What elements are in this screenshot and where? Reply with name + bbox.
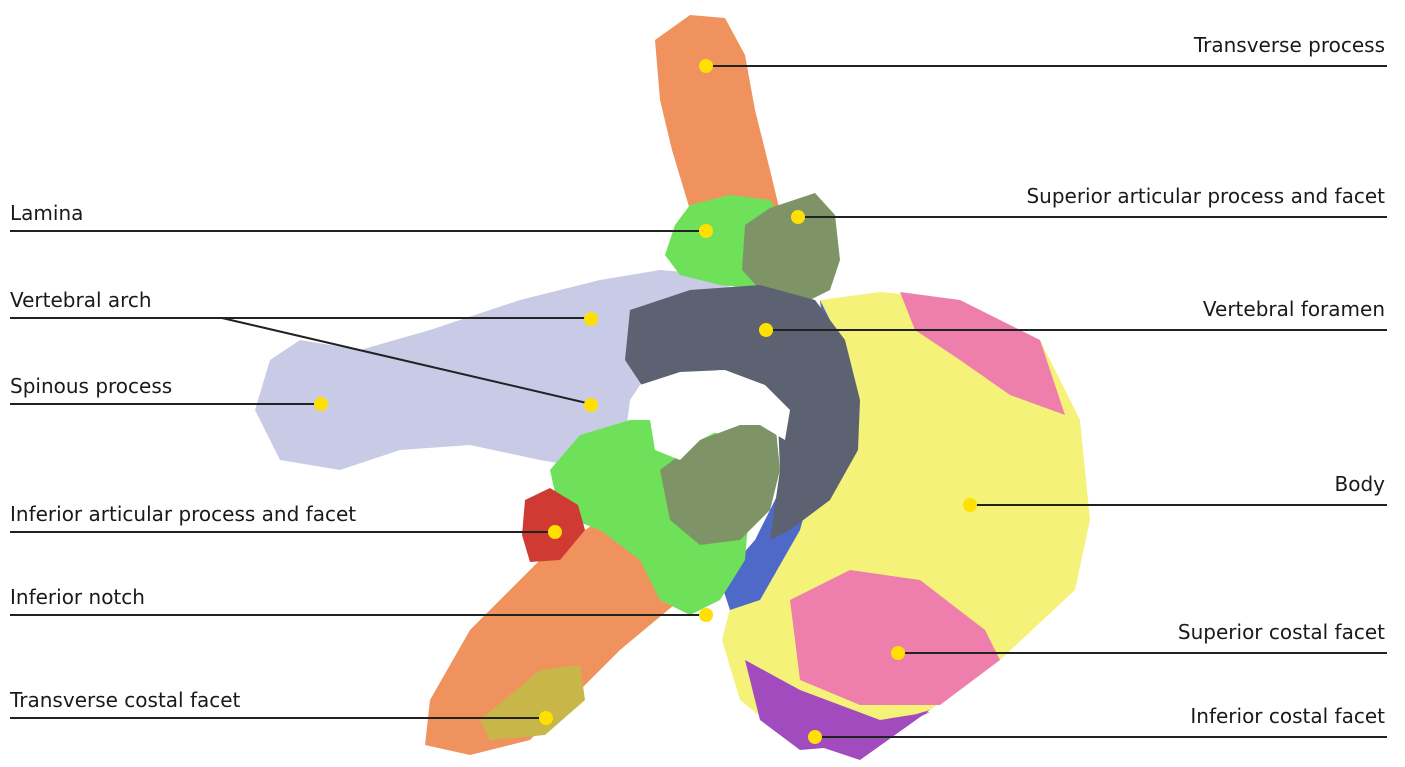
- label-superior-costal: Superior costal facet: [1178, 620, 1385, 644]
- marker-vertebral-arch-lower: [584, 398, 598, 412]
- marker-inferior-notch: [699, 608, 713, 622]
- marker-vertebral-foramen: [759, 323, 773, 337]
- label-transverse-costal: Transverse costal facet: [10, 688, 240, 712]
- marker-transverse-costal: [539, 711, 553, 725]
- marker-inferior-articular: [548, 525, 562, 539]
- marker-spinous-process: [314, 397, 328, 411]
- marker-body: [963, 498, 977, 512]
- marker-transverse-process: [699, 59, 713, 73]
- marker-superior-articular: [791, 210, 805, 224]
- label-transverse-process: Transverse process: [1194, 33, 1385, 57]
- label-body: Body: [1335, 472, 1386, 496]
- upper-transverse-process: [655, 15, 782, 225]
- label-lamina: Lamina: [10, 201, 83, 225]
- label-vertebral-foramen: Vertebral foramen: [1203, 297, 1385, 321]
- label-inferior-costal: Inferior costal facet: [1190, 704, 1385, 728]
- marker-vertebral-arch-upper: [584, 312, 598, 326]
- marker-superior-costal: [891, 646, 905, 660]
- label-superior-articular: Superior articular process and facet: [1026, 184, 1385, 208]
- label-spinous-process: Spinous process: [10, 374, 172, 398]
- label-inferior-notch: Inferior notch: [10, 585, 145, 609]
- marker-inferior-costal: [808, 730, 822, 744]
- marker-lamina: [699, 224, 713, 238]
- label-vertebral-arch: Vertebral arch: [10, 288, 152, 312]
- label-inferior-articular: Inferior articular process and facet: [10, 502, 356, 526]
